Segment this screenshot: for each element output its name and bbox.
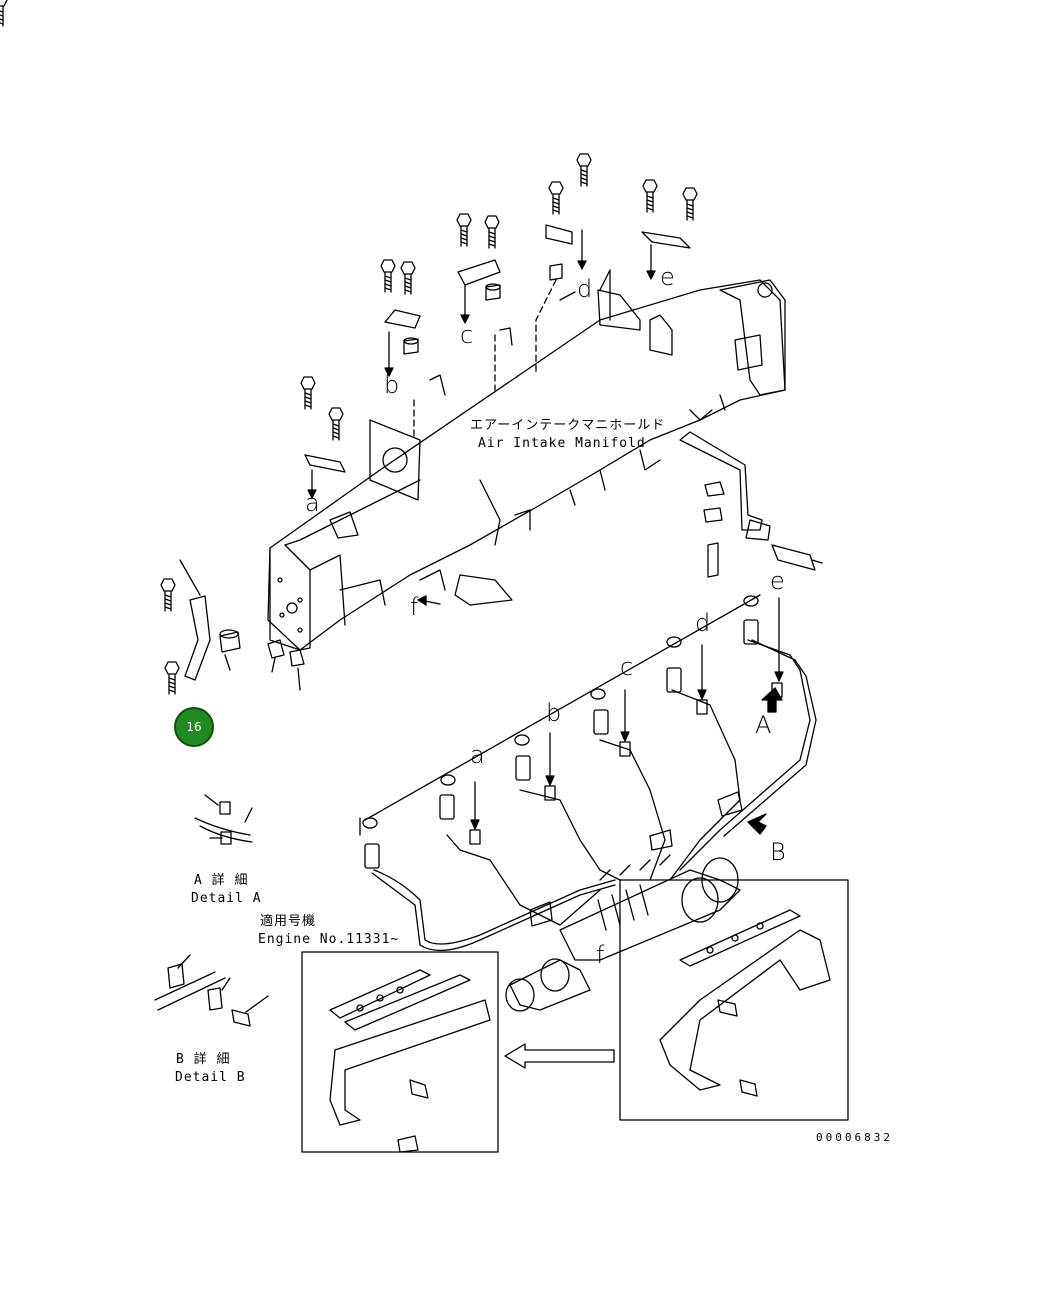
view-letter-A: A	[755, 711, 772, 739]
detail-b-sketch	[154, 954, 269, 1027]
tube-harness	[359, 594, 817, 1012]
variant-box-left	[301, 951, 499, 1153]
air-intake-manifold	[267, 269, 786, 651]
transition-arrow	[504, 1043, 615, 1069]
view-letter-d-tube: d	[695, 609, 711, 637]
view-letter-B: B	[770, 838, 786, 866]
view-letter-f-rail: f	[596, 941, 605, 969]
drawing-number: 00006832	[816, 1131, 893, 1144]
view-letter-e: e	[660, 263, 675, 291]
view-letter-c: c	[460, 321, 474, 349]
manifold-bolts	[0, 0, 698, 695]
view-letter-e-tube: e	[770, 567, 785, 595]
right-bracket	[679, 431, 823, 578]
view-letter-b: b	[384, 371, 400, 399]
detail-b-jp: B 詳 細	[176, 1052, 231, 1067]
callout-badge[interactable]: 16	[174, 707, 214, 747]
detail-a-en: Detail A	[191, 891, 262, 906]
view-letter-f: f	[410, 593, 419, 621]
detail-a-sketch	[194, 794, 253, 845]
engine-label-en: Engine No.11331~	[258, 932, 400, 947]
left-bracket-parts	[179, 559, 305, 691]
detail-b-en: Detail B	[175, 1070, 246, 1085]
detail-a-jp: A 詳 細	[194, 873, 249, 888]
view-letter-b-tube: b	[546, 699, 562, 727]
variant-box-right	[619, 879, 849, 1121]
view-letter-a-tube: a	[470, 741, 485, 769]
connector-set	[364, 619, 783, 869]
view-letter-d: d	[577, 275, 593, 303]
view-letter-c-tube: c	[620, 653, 634, 681]
manifold-label-en: Air Intake Manifold	[478, 436, 646, 451]
view-letter-a: a	[305, 489, 320, 517]
manifold-label-jp: エアーインテークマニホールド	[470, 418, 666, 433]
engine-label-jp: 適用号機	[260, 914, 317, 929]
